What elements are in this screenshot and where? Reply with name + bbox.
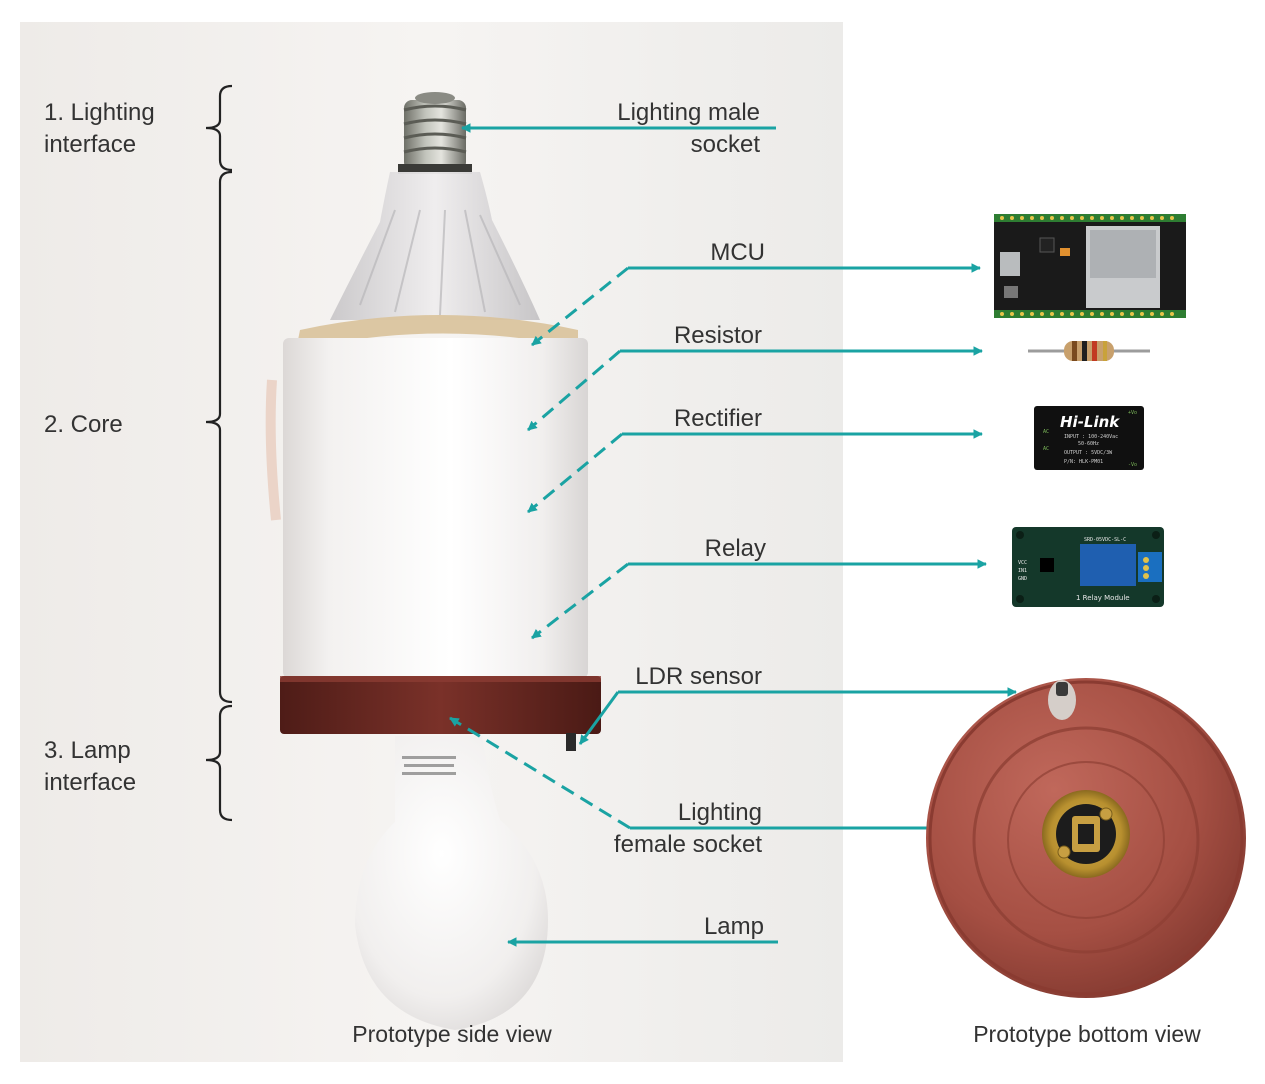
callout-line-relay-left bbox=[531, 562, 629, 640]
rectifier-spec-line: OUTPUT : 5VDC/3W bbox=[1064, 450, 1113, 456]
brace-lighting-interface bbox=[205, 84, 233, 172]
base-ring bbox=[280, 676, 601, 734]
rectifier-pin-label: AC bbox=[1043, 446, 1049, 452]
section-label-line: 2. Core bbox=[44, 411, 123, 438]
rectifier-spec-line: P/N: HLK-PM01 bbox=[1064, 459, 1103, 465]
callout-ldr-sensor-label: LDR sensor bbox=[635, 663, 762, 690]
callout-label-line: female socket bbox=[614, 831, 762, 858]
section-braces bbox=[205, 84, 233, 822]
relay-pin-label: IN1 bbox=[1018, 568, 1027, 574]
brace-core bbox=[205, 170, 233, 704]
section-lighting-interface: 1. Lighting interface bbox=[44, 99, 155, 158]
relay-pin-label: GND bbox=[1018, 576, 1027, 582]
rectifier-pin-label: +Vo bbox=[1128, 410, 1137, 416]
core-cylinder bbox=[283, 338, 588, 678]
callout-lighting-male-socket: Lighting male socket bbox=[617, 99, 760, 158]
section-lamp-interface: 3. Lamp interface bbox=[44, 737, 136, 796]
callout-relay-label: Relay bbox=[705, 535, 766, 562]
callout-label-line: Lighting male bbox=[617, 99, 760, 126]
callout-line-ldr-left bbox=[578, 691, 620, 745]
prototype-side-illustration bbox=[265, 92, 601, 1030]
section-label-line: 3. Lamp bbox=[44, 737, 131, 764]
caption-side-view: Prototype side view bbox=[352, 1021, 552, 1047]
glue-rim bbox=[296, 315, 578, 350]
callout-lighting-female-socket: Lighting female socket bbox=[614, 799, 762, 858]
prototype-bottom-view-image bbox=[926, 678, 1246, 998]
callout-label-line: Lighting bbox=[678, 799, 762, 826]
lamp-bulb bbox=[355, 736, 548, 1030]
relay-module-label: 1 Relay Module bbox=[1076, 594, 1130, 602]
ldr-nub bbox=[566, 733, 576, 751]
callout-lines bbox=[449, 123, 1063, 947]
resistor-image bbox=[1028, 341, 1150, 361]
callout-lamp-label: Lamp bbox=[704, 913, 764, 940]
rectifier-module-image: Hi-Link INPUT : 100-240Vac 50-60Hz OUTPU… bbox=[1034, 406, 1144, 470]
section-label-line: 1. Lighting bbox=[44, 99, 155, 126]
callout-line-resistor-left bbox=[527, 349, 621, 432]
section-label-line: interface bbox=[44, 769, 136, 796]
rectifier-pin-label: -Vo bbox=[1128, 462, 1137, 468]
mcu-board-image bbox=[994, 214, 1186, 318]
callout-mcu-label: MCU bbox=[710, 239, 765, 266]
callout-resistor-label: Resistor bbox=[674, 322, 762, 349]
section-label-line: interface bbox=[44, 131, 136, 158]
callout-line-rectifier-left bbox=[527, 432, 623, 514]
rectifier-pin-label: AC bbox=[1043, 429, 1049, 435]
rectifier-brand-text: Hi-Link bbox=[1060, 413, 1120, 431]
brace-lamp-interface bbox=[205, 704, 233, 822]
screw-base bbox=[398, 92, 472, 174]
callout-rectifier-label: Rectifier bbox=[674, 405, 762, 432]
callout-label-line: socket bbox=[691, 131, 761, 158]
relay-spec-text: SRD-05VDC-SL-C bbox=[1084, 537, 1126, 543]
rectifier-spec-line: INPUT : 100-240Vac bbox=[1064, 434, 1118, 440]
caption-bottom-view: Prototype bottom view bbox=[973, 1021, 1201, 1047]
section-core: 2. Core bbox=[44, 411, 123, 438]
rectifier-spec-line: 50-60Hz bbox=[1078, 441, 1099, 447]
callout-line-female-left bbox=[449, 716, 631, 830]
relay-pin-label: VCC bbox=[1018, 560, 1027, 566]
translucent-neck bbox=[330, 172, 540, 320]
relay-module-image: VCC IN1 GND SRD-05VDC-SL-C 1 Relay Modul… bbox=[1012, 527, 1164, 607]
